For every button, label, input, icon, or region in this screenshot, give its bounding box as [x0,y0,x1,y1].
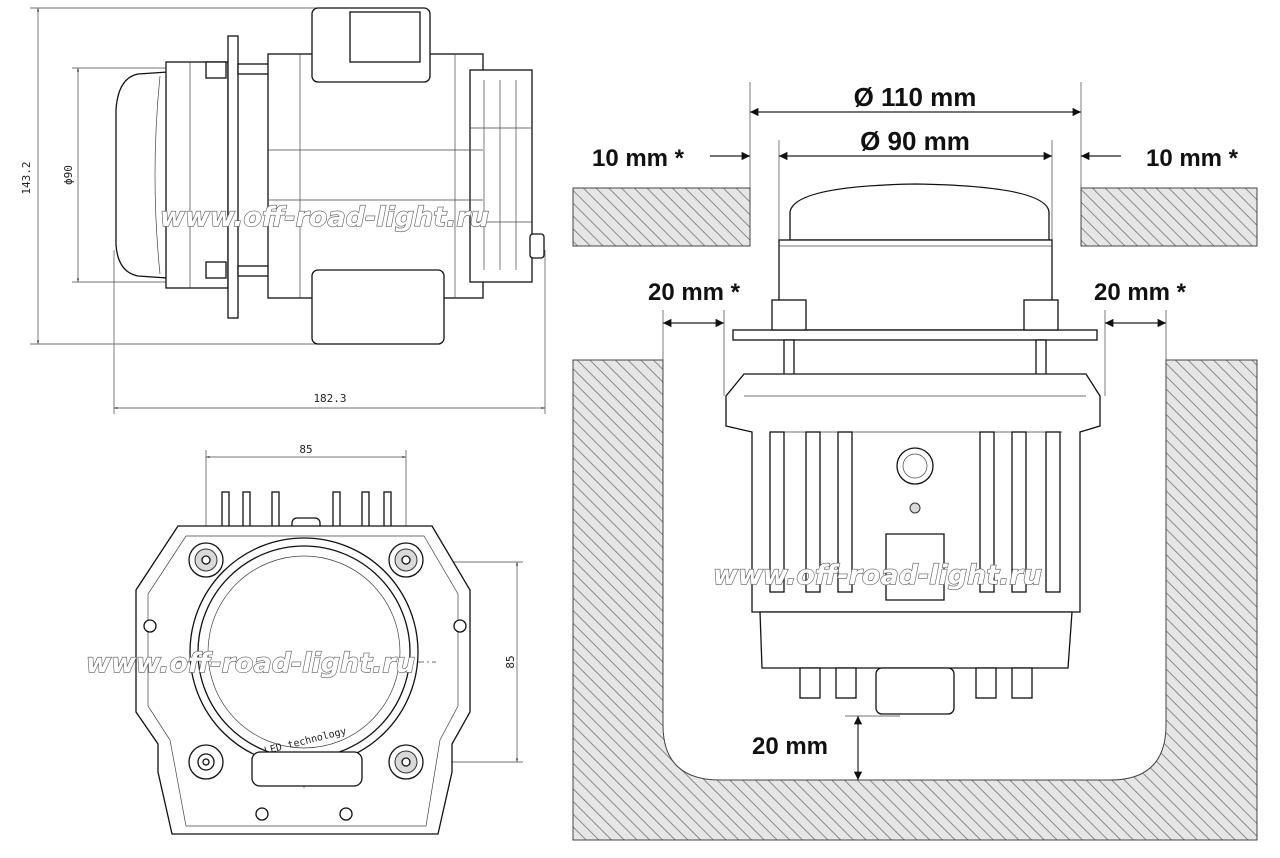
screw-top [205,61,227,79]
hole-left [143,619,157,633]
mfin-5 [1011,431,1027,593]
adjuster-screw-bottom-right [388,744,424,780]
fin-4 [332,491,341,529]
leg-3 [975,667,997,699]
side-diameter-label: ϕ90 [62,165,75,185]
adjuster-screw-bottom-left [188,744,224,780]
inner-diameter-label: Ø 90 mm [860,126,970,156]
hole-right [453,619,467,633]
module-center-tab [885,533,945,601]
hole-bottom-right [339,807,353,821]
side-view-drawing: 143.2 ϕ90 182.3 [20,7,546,414]
leg-2 [835,667,857,699]
mounting-cavity-hatch [572,359,1258,841]
front-fins [221,491,392,533]
mfin-6 [1045,431,1061,593]
vent-inner [902,453,928,479]
front-housing-inner [147,535,459,827]
installation-drawing: Ø 110 mm Ø 90 mm 10 mm * 10 mm * 20 mm *… [572,82,1258,841]
bottom-clearance-label: 20 mm [752,733,828,760]
screw-bottom [205,261,227,279]
connector-bottom [311,269,445,345]
side-height-label: 143.2 [20,161,33,194]
module-lens-cap [789,183,1050,241]
fin-2 [242,491,251,529]
leg-1 [799,667,821,699]
lens-inner-ring [207,555,401,749]
outer-diameter-label: Ø 110 mm [854,82,977,112]
front-view-drawing: 85 85 LED technology [135,443,523,835]
cooling-fins-side [469,69,533,283]
module-vent-plug [896,447,934,485]
side-clearance-left-label: 20 mm * [648,279,741,306]
top-clearance-left-label: 10 mm * [592,145,685,172]
vent-dot [909,502,921,514]
module-fins [769,431,1061,593]
mounting-holes [143,619,467,821]
mfin-3 [837,431,853,593]
connector-top-inner [349,11,421,63]
mfin-4 [979,431,995,593]
panel-right-hatch [1080,187,1258,247]
mounting-flange [227,35,239,319]
top-clearance-right-label: 10 mm * [1146,145,1239,172]
lens-dome [115,71,169,279]
module-bolt-right [1023,299,1059,331]
front-width-label: 85 [299,443,312,456]
panel-left-hatch [572,187,751,247]
front-height-label: 85 [504,655,517,668]
module-legs [799,667,1033,715]
adjuster-screw-top-left [188,542,224,578]
module-bolt-left [771,299,807,331]
fin-1 [221,491,230,529]
fin-block [469,69,533,283]
hole-bottom-left [255,807,269,821]
module-flange [732,329,1098,341]
side-length-label: 182.3 [313,392,346,405]
mfin-2 [805,431,821,593]
rear-knob [529,233,545,259]
fin-5 [361,491,370,529]
leg-4 [1011,667,1033,699]
fin-6 [383,491,392,529]
lens-inner-curve [154,75,161,275]
bezel-ring [165,61,229,289]
module-bezel [778,239,1053,331]
fin-3 [271,491,280,529]
adjuster-screw-top-right [388,542,424,578]
bottom-connector [875,667,955,715]
bottom-tab [251,751,363,787]
mfin-1 [769,431,785,593]
watermark-top: www.off-road-light.ru [160,202,489,233]
module-lower-body [759,611,1073,669]
watermark-left: www.off-road-light.ru [86,648,415,679]
side-clearance-right-label: 20 mm * [1094,279,1187,306]
watermark-right: www.off-road-light.ru [713,560,1042,591]
